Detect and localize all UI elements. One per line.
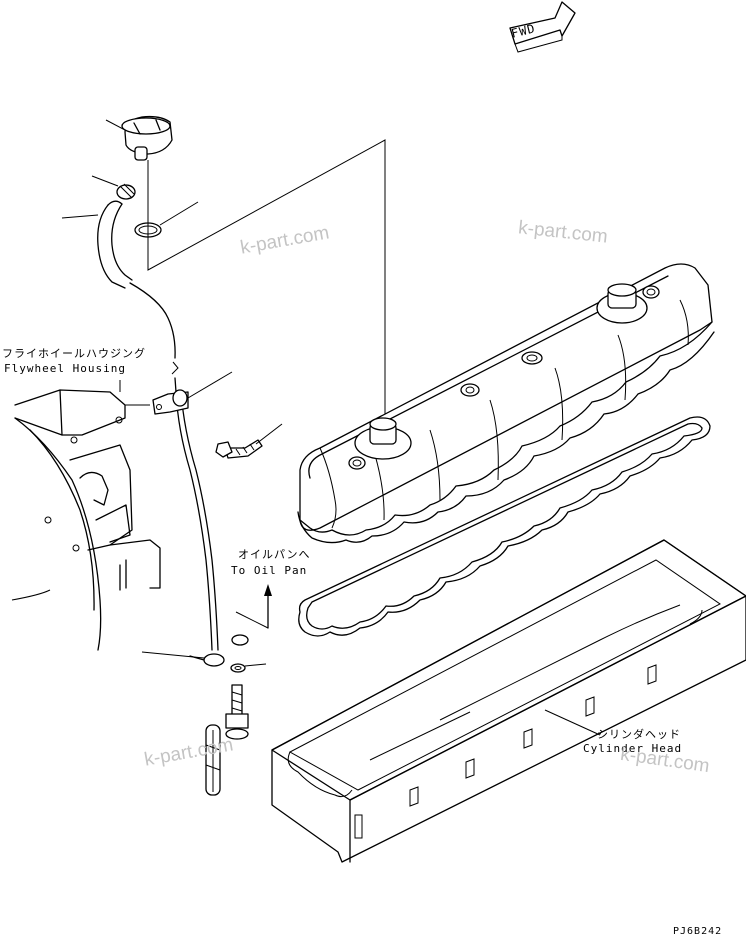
tube-bracket-icon: [152, 371, 233, 415]
flywheel-housing-label-jp: フライホイールハウジング: [2, 347, 146, 360]
hose-clamp-icon: [91, 175, 136, 200]
oil-pan-label-jp: オイルパンへ: [238, 548, 311, 561]
head-cover-gasket-icon: [298, 416, 711, 637]
leader-line: [147, 139, 386, 418]
breather-tube-lower: [174, 377, 213, 651]
tube-clip-icon: [141, 634, 249, 667]
bolt-icon: [225, 684, 249, 740]
drawing-number: PJ6B242: [673, 926, 723, 937]
oil-pan-label: To Oil Pan: [231, 564, 308, 577]
breather-hose-icon: [61, 200, 133, 289]
cylinder-head-label-jp: シリンダヘッド: [597, 728, 681, 741]
washer-icon: [230, 663, 267, 673]
lower-tube-icon: [205, 724, 221, 796]
cylinder-head-icon: [271, 539, 746, 863]
flywheel-housing-label: Flywheel Housing: [4, 362, 126, 375]
breather-tube: [129, 282, 176, 359]
oil-filler-cap-icon: [105, 115, 173, 161]
oil-pan-arrow-icon: [235, 584, 272, 629]
o-ring-icon: [134, 201, 199, 238]
bolt-icon: [215, 423, 283, 459]
fwd-arrow-icon: [509, 1, 576, 53]
valve-cover-icon: [297, 263, 715, 544]
flywheel-housing-icon: [11, 389, 161, 651]
cylinder-head-label: Cylinder Head: [583, 742, 683, 755]
